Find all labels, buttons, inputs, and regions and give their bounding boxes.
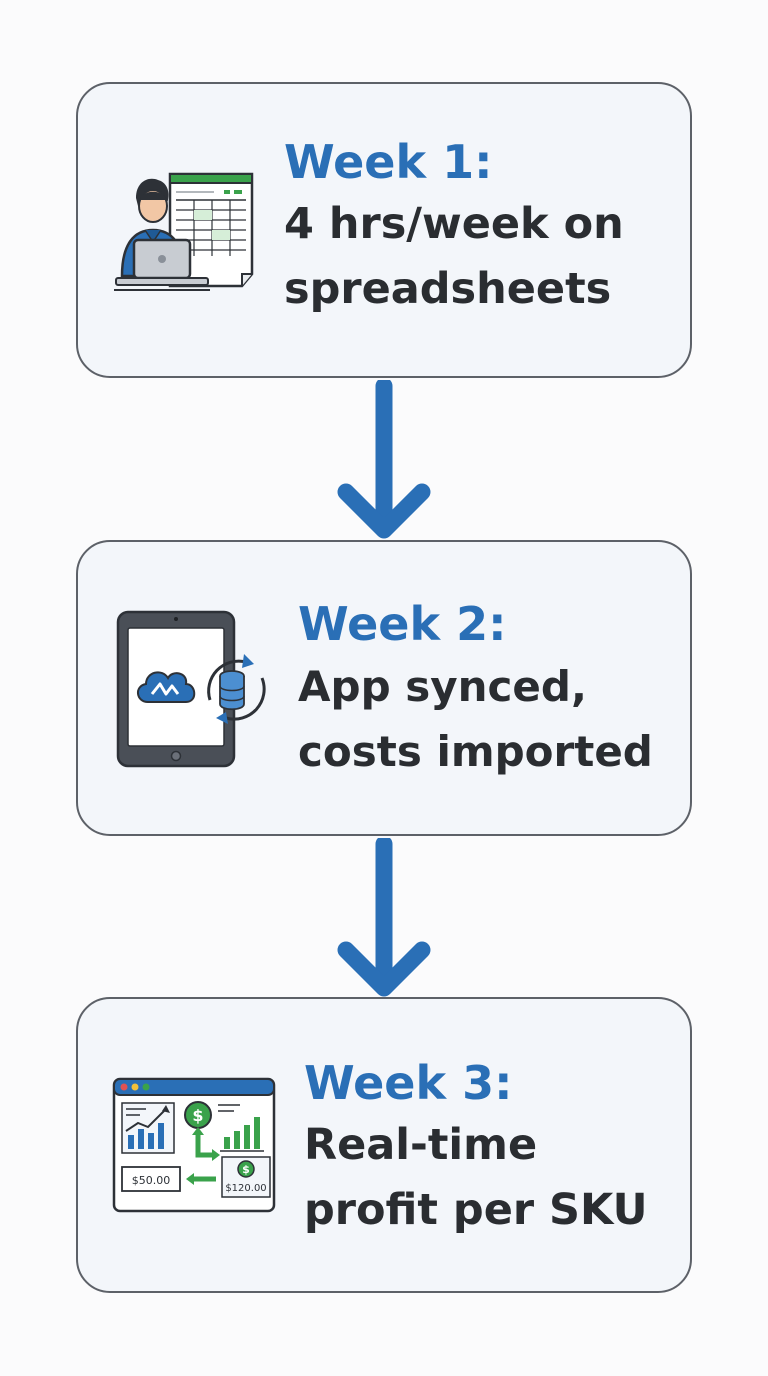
profit-dashboard-icon: $ $ $120.00 $50.00 [110, 1075, 278, 1217]
step-description-line: 4 hrs/week on [284, 199, 624, 249]
step-description-line: profit per SKU [304, 1185, 648, 1235]
step-text: Week 1: 4 hrs/week on spreadsheets [284, 132, 624, 322]
step-text: Week 3: Real-time profit per SKU [304, 1053, 648, 1243]
step-description-line: costs imported [298, 727, 653, 776]
price-label: $50.00 [132, 1174, 171, 1187]
step-title: Week 2: [298, 597, 507, 651]
tablet-cloud-sync-icon [114, 608, 274, 770]
step-title: Week 1: [284, 135, 493, 189]
step-description-line: spreadsheets [284, 264, 612, 314]
step-title: Week 3: [304, 1056, 513, 1110]
svg-text:$: $ [192, 1106, 203, 1125]
step-description-line: Real-time [304, 1120, 538, 1170]
step-description-line: App synced, [298, 662, 587, 711]
step-text: Week 2: App synced, costs imported [298, 594, 653, 784]
price-label: $120.00 [225, 1183, 266, 1194]
down-arrow-icon [334, 835, 434, 998]
person-laptop-spreadsheet-icon [114, 170, 260, 296]
step-card-week-2: Week 2: App synced, costs imported [76, 540, 692, 836]
down-arrow-icon [334, 377, 434, 540]
step-card-week-1: Week 1: 4 hrs/week on spreadsheets [76, 82, 692, 378]
svg-text:$: $ [242, 1163, 250, 1176]
step-card-week-3: $ $ $120.00 $50.00 Week 3: Rea [76, 997, 692, 1293]
